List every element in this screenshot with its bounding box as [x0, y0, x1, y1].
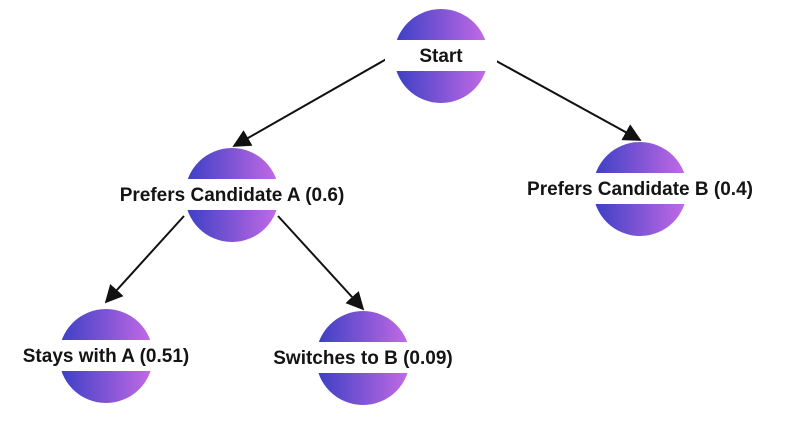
edge-prefers-a-to-stays-a	[104, 215, 185, 304]
node-label-band	[512, 173, 769, 204]
edge-start-to-prefers-b	[488, 56, 642, 141]
node-label-stays-a: Stays with A (0.51)	[23, 346, 189, 367]
node-label-band	[385, 40, 497, 71]
edge-start-to-prefers-a	[232, 56, 391, 147]
node-label-start: Start	[419, 46, 463, 67]
node-label-prefers-b: Prefers Candidate B (0.4)	[527, 179, 753, 200]
edge-prefers-a-to-switches-b	[277, 215, 365, 311]
node-start: Start	[385, 9, 497, 103]
node-label-band	[10, 340, 202, 371]
nodes: Start Prefers Candidate A (0.6) Prefers …	[10, 9, 769, 405]
node-label-switches-b: Switches to B (0.09)	[273, 348, 453, 369]
node-prefers-candidate-a: Prefers Candidate A (0.6)	[104, 148, 361, 242]
edges	[104, 56, 642, 311]
node-stays-with-a: Stays with A (0.51)	[10, 309, 202, 403]
node-label-band	[104, 179, 361, 210]
node-prefers-candidate-b: Prefers Candidate B (0.4)	[512, 142, 769, 236]
node-label-prefers-a: Prefers Candidate A (0.6)	[120, 185, 345, 206]
node-switches-to-b: Switches to B (0.09)	[265, 311, 461, 405]
node-label-band	[265, 342, 461, 373]
